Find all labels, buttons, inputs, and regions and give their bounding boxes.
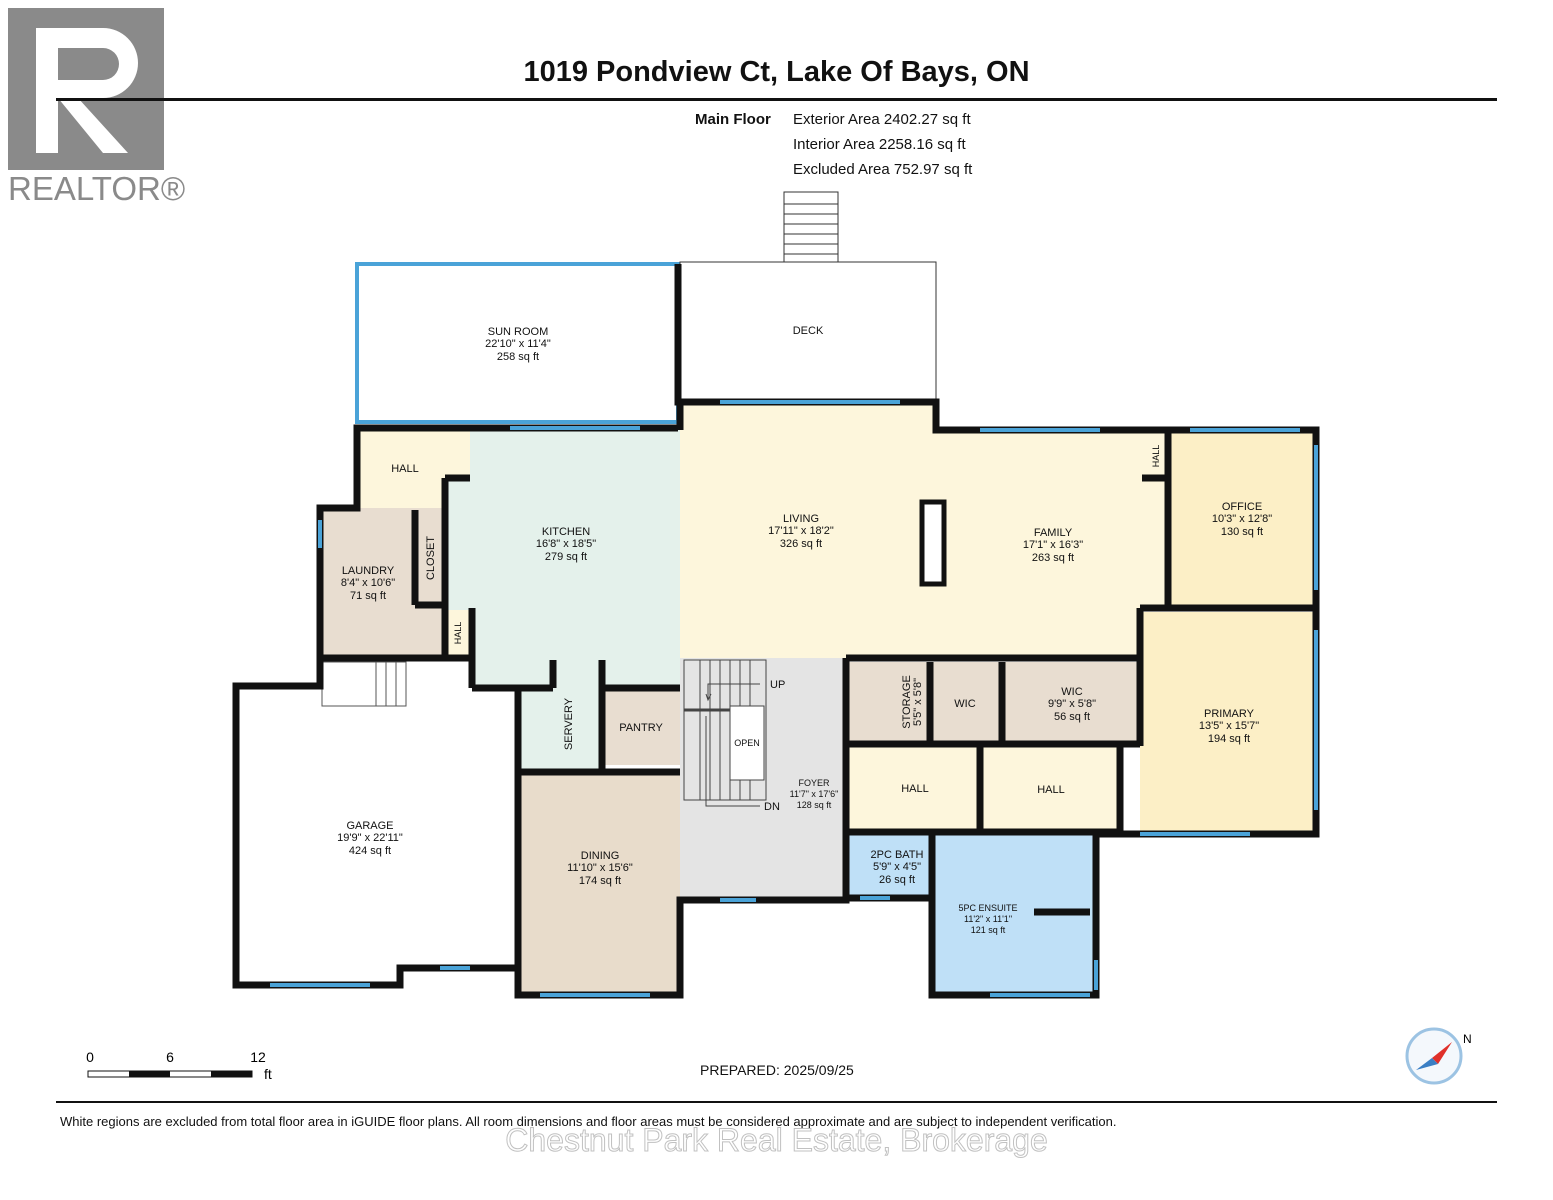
label-living: LIVING xyxy=(783,513,819,525)
header-divider xyxy=(56,98,1497,101)
interior-stairs xyxy=(683,659,767,807)
label-family: FAMILY xyxy=(1034,527,1073,539)
dims-5pc-ensuite: 11'2" x 11'1" xyxy=(964,914,1012,924)
room-2pc-bath xyxy=(848,835,932,898)
area-garage: 424 sq ft xyxy=(349,845,391,857)
dims-primary: 13'5" x 15'7" xyxy=(1199,720,1259,732)
area-foyer: 128 sq ft xyxy=(797,800,832,810)
label-laundry: LAUNDRY xyxy=(342,565,395,577)
exterior-area: Exterior Area 2402.27 sq ft xyxy=(793,111,971,128)
deck-stairs xyxy=(783,191,839,263)
dims-family: 17'1" x 16'3" xyxy=(1023,539,1083,551)
room-hall-small xyxy=(445,610,472,655)
area-living: 326 sq ft xyxy=(780,538,822,550)
area-sun-room: 258 sq ft xyxy=(497,351,539,363)
realtor-logo xyxy=(8,8,164,170)
scale-unit: ft xyxy=(264,1066,272,1082)
disclaimer: White regions are excluded from total fl… xyxy=(60,1114,1117,1129)
dims-foyer: 11'7" x 17'6" xyxy=(790,789,839,799)
label-hall-a: HALL xyxy=(901,783,929,795)
room-servery xyxy=(518,660,600,772)
label-foyer: FOYER xyxy=(798,778,830,788)
room-garage xyxy=(236,686,515,985)
dims-office: 10'3" x 12'8" xyxy=(1212,513,1272,525)
label-stairs-up: UP xyxy=(770,679,785,691)
area-office: 130 sq ft xyxy=(1221,526,1263,538)
realtor-wordmark: REALTOR® xyxy=(8,170,186,207)
area-wic-2: 56 sq ft xyxy=(1054,711,1090,723)
label-deck: DECK xyxy=(793,325,824,337)
label-hall-small: HALL xyxy=(453,622,463,645)
room-kitchen xyxy=(445,430,680,688)
room-primary xyxy=(1140,612,1316,834)
compass-icon: N xyxy=(1405,1027,1472,1085)
area-laundry: 71 sq ft xyxy=(350,590,386,602)
dims-sun-room: 22'10" x 11'4" xyxy=(485,338,551,350)
page-title: 1019 Pondview Ct, Lake Of Bays, ON xyxy=(523,56,1030,88)
interior-area: Interior Area 2258.16 sq ft xyxy=(793,136,966,153)
room-sun-room xyxy=(355,262,680,424)
room-closet xyxy=(415,510,445,605)
room-wic-2 xyxy=(1004,662,1140,742)
label-stairs-down: DN xyxy=(764,801,780,813)
footer-divider xyxy=(56,1101,1497,1103)
dims-dining: 11'10" x 15'6" xyxy=(567,862,633,874)
dims-kitchen: 16'8" x 18'5" xyxy=(536,538,596,550)
label-closet: CLOSET xyxy=(425,536,437,580)
area-dining: 174 sq ft xyxy=(579,875,621,887)
room-hall-a xyxy=(848,746,978,830)
label-wic-1: WIC xyxy=(954,698,975,710)
scale-tick-6: 6 xyxy=(166,1049,174,1065)
label-office: OFFICE xyxy=(1222,501,1262,513)
label-primary: PRIMARY xyxy=(1204,708,1255,720)
label-wic-2: WIC xyxy=(1061,686,1082,698)
label-hall-top: HALL xyxy=(391,463,419,475)
windows xyxy=(270,400,1318,997)
scale-tick-0: 0 xyxy=(86,1049,94,1065)
label-dining: DINING xyxy=(581,850,620,862)
scale-tick-12: 12 xyxy=(250,1049,266,1065)
label-hall-office: HALL xyxy=(1151,445,1161,468)
room-office xyxy=(1168,430,1316,608)
brokerage-watermark: Chestnut Park Real Estate, Brokerage xyxy=(505,1122,1049,1159)
dims-laundry: 8'4" x 10'6" xyxy=(341,577,395,589)
dims-garage: 19'9" x 22'11" xyxy=(337,832,403,844)
label-stairs-open: OPEN xyxy=(734,738,760,748)
label-storage: STORAGE xyxy=(901,675,913,729)
room-hall-b xyxy=(982,746,1120,830)
room-hall-office xyxy=(1142,434,1168,476)
compass-north-label: N xyxy=(1463,1032,1472,1046)
room-dining xyxy=(518,772,680,995)
garage-steps xyxy=(321,661,407,707)
room-wic-1 xyxy=(932,662,1000,742)
area-family: 263 sq ft xyxy=(1032,552,1074,564)
dims-wic-2: 9'9" x 5'8" xyxy=(1048,698,1096,710)
area-5pc-ensuite: 121 sq ft xyxy=(971,925,1006,935)
label-hall-b: HALL xyxy=(1037,784,1065,796)
label-servery: SERVERY xyxy=(563,697,575,750)
dims-storage: 5'5" x 5'8" xyxy=(912,678,924,726)
label-2pc-bath: 2PC BATH xyxy=(871,849,924,861)
room-deck xyxy=(679,261,937,403)
dims-living: 17'11" x 18'2" xyxy=(768,525,834,537)
area-2pc-bath: 26 sq ft xyxy=(879,874,915,886)
room-storage xyxy=(848,662,930,742)
label-garage: GARAGE xyxy=(346,820,393,832)
prepared-date: PREPARED: 2025/09/25 xyxy=(700,1062,854,1078)
scale-bar: 0 6 12 ft xyxy=(86,1049,272,1082)
dims-2pc-bath: 5'9" x 4'5" xyxy=(873,861,921,873)
area-kitchen: 279 sq ft xyxy=(545,551,587,563)
label-pantry: PANTRY xyxy=(619,722,663,734)
label-5pc-ensuite: 5PC ENSUITE xyxy=(958,903,1017,913)
label-kitchen: KITCHEN xyxy=(542,526,590,538)
area-primary: 194 sq ft xyxy=(1208,733,1250,745)
fireplace xyxy=(919,499,947,587)
label-sun-room: SUN ROOM xyxy=(488,326,549,338)
excluded-area: Excluded Area 752.97 sq ft xyxy=(793,161,973,178)
room-pantry xyxy=(602,690,680,765)
floor-label: Main Floor xyxy=(695,111,771,128)
